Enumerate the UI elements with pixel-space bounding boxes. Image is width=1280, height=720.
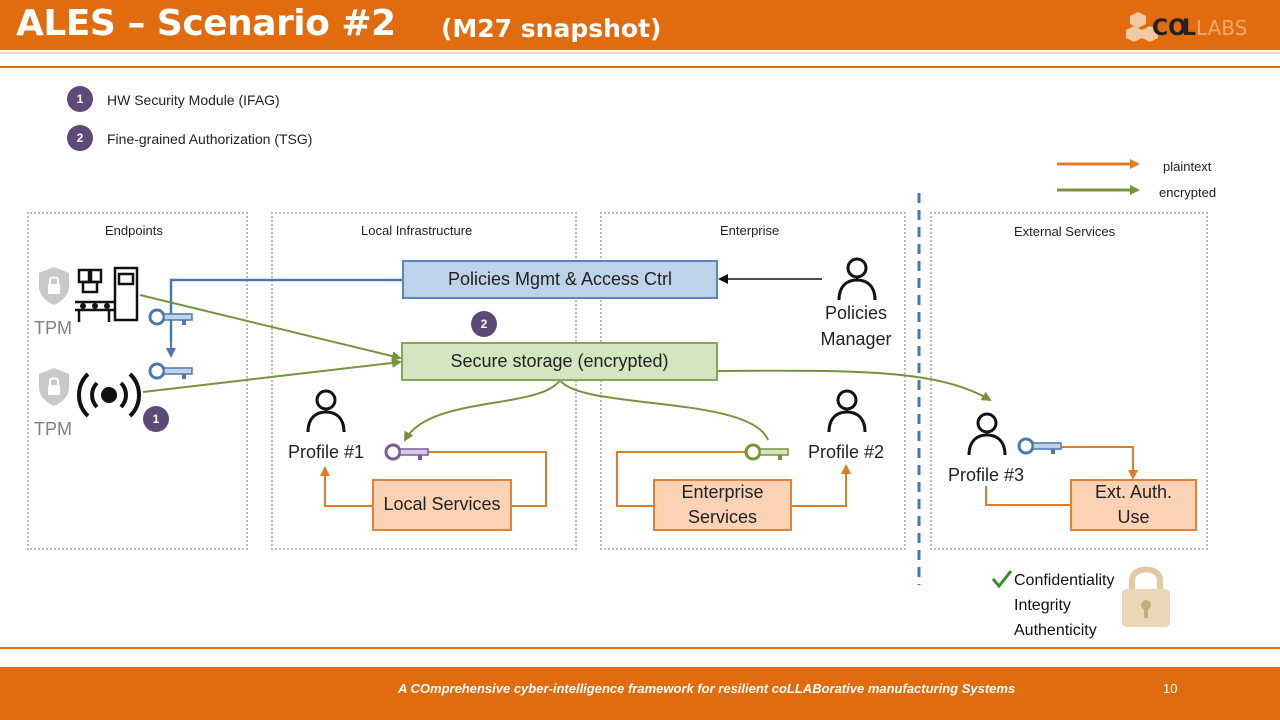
key-icon	[1017, 437, 1062, 455]
key-icon	[384, 443, 429, 461]
header-bar	[0, 0, 1280, 50]
collabs-logo: CO L LABS	[1126, 12, 1247, 42]
ext-auth-line2: Use	[1117, 507, 1150, 527]
profile-2-label: Profile #2	[807, 442, 885, 462]
profile-3-label: Profile #3	[947, 465, 1025, 485]
key-icon	[148, 362, 193, 380]
property-authenticity: Authenticity	[1014, 622, 1097, 639]
badge-authorization: 2	[471, 311, 497, 337]
footer-rule	[0, 647, 1280, 649]
key-icon	[744, 443, 789, 461]
zone-label-enterprise: Enterprise	[720, 223, 780, 238]
person-icon	[827, 389, 867, 433]
secure-storage-box: Secure storage (encrypted)	[401, 342, 718, 381]
badge-hw-security: 1	[143, 406, 169, 432]
legend-plaintext-label: plaintext	[1163, 159, 1212, 174]
svg-text:L: L	[1182, 16, 1196, 41]
footer-tagline: A COmprehensive cyber-intelligence frame…	[398, 681, 1016, 696]
property-confidentiality: Confidentiality	[1014, 572, 1115, 589]
zone-external-services	[930, 212, 1208, 550]
enterprise-services-line1: Enterprise	[681, 481, 764, 502]
shield-lock-icon	[39, 267, 69, 305]
ext-auth-use-box: Ext. Auth. Use	[1070, 479, 1197, 531]
legend-badge-2: 2	[67, 125, 93, 151]
local-services-box: Local Services	[372, 479, 512, 531]
header-rule-light	[0, 52, 1280, 54]
zone-endpoints	[27, 212, 248, 550]
padlock-icon	[1122, 566, 1170, 627]
person-icon	[967, 412, 1007, 456]
svg-text:CO: CO	[1152, 16, 1187, 41]
tpm-label-1: TPM	[34, 318, 72, 338]
wireless-sensor-icon	[77, 372, 141, 418]
property-integrity: Integrity	[1014, 597, 1071, 614]
profile-1-label: Profile #1	[287, 442, 365, 462]
legend-badge-1: 1	[67, 86, 93, 112]
policies-manager-line2: Manager	[820, 329, 892, 350]
header-rule	[0, 66, 1280, 68]
policies-manager-label: Policies Manager	[812, 300, 900, 352]
legend-label-1: HW Security Module (IFAG)	[107, 92, 280, 108]
ext-auth-line1: Ext. Auth.	[1094, 481, 1173, 502]
enterprise-services-line2: Services	[687, 507, 758, 527]
zone-enterprise	[600, 212, 906, 550]
legend-label-2: Fine-grained Authorization (TSG)	[107, 131, 313, 147]
enterprise-services-box: Enterprise Services	[653, 479, 792, 531]
policies-mgmt-box: Policies Mgmt & Access Ctrl	[402, 260, 718, 299]
person-icon	[837, 257, 877, 301]
key-icon	[148, 308, 193, 326]
person-icon	[306, 389, 346, 433]
footer-bar	[0, 667, 1280, 720]
legend-encrypted-label: encrypted	[1159, 185, 1217, 200]
page-number: 10	[1163, 681, 1178, 696]
factory-machine-icon	[75, 266, 139, 322]
shield-lock-icon	[39, 368, 69, 406]
slide-title: ALES – Scenario #2	[16, 3, 396, 44]
checkmark-icon	[991, 570, 1013, 589]
zone-label-endpoints: Endpoints	[105, 223, 163, 238]
zone-label-local: Local Infrastructure	[361, 223, 473, 238]
zone-local-infrastructure	[271, 212, 577, 550]
svg-text:LABS: LABS	[1196, 16, 1247, 40]
tpm-label-2: TPM	[34, 419, 72, 439]
policies-manager-line1: Policies	[824, 303, 888, 323]
zone-label-external: External Services	[1014, 224, 1116, 239]
slide-subtitle: (M27 snapshot)	[441, 14, 662, 43]
